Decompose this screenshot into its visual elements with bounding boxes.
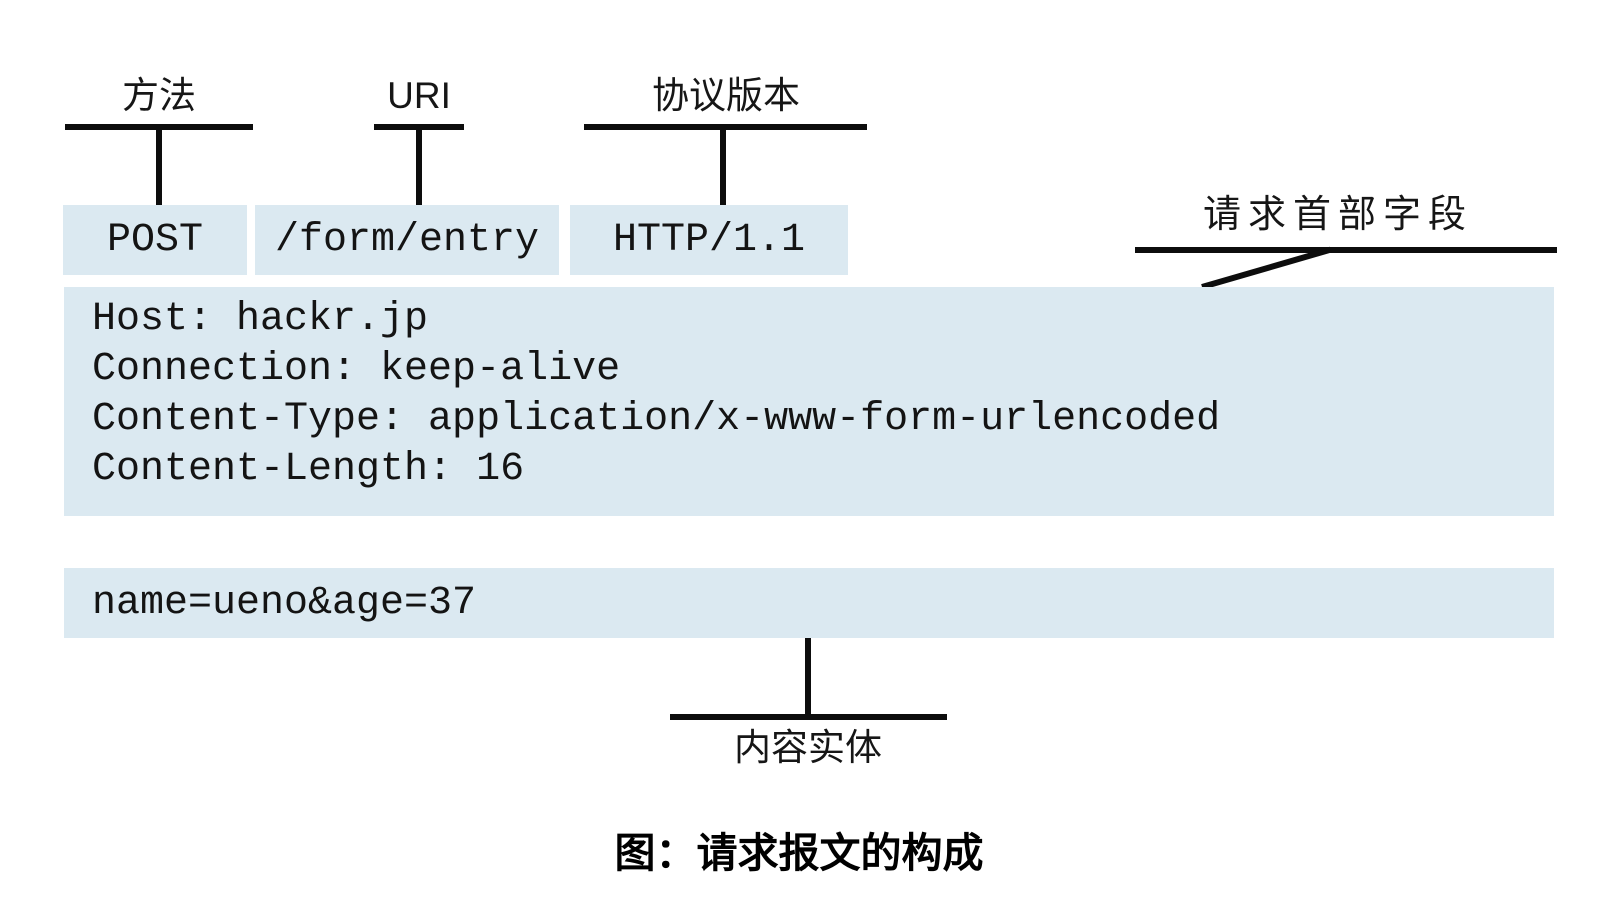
version-box: HTTP/1.1 [570, 205, 848, 275]
entity-body-callout-underline [670, 714, 947, 720]
header-line-content-length: Content-Length: 16 [92, 447, 525, 492]
figure-caption: 图：请求报文的构成 [614, 830, 984, 876]
request-headers-callout-pointer [1201, 246, 1332, 290]
header-line-host: Host: hackr.jp [92, 297, 429, 342]
uri-box: /form/entry [255, 205, 559, 275]
request-headers-callout-label: 请求首部字段 [1202, 194, 1474, 236]
entity-body-box: name=ueno&age=37 [64, 568, 1554, 638]
method-callout-label: 方法 [122, 75, 196, 116]
header-line-connection: Connection: keep-alive [92, 347, 621, 392]
header-fields-box: Host: hackr.jp Connection: keep-alive Co… [64, 287, 1554, 516]
uri-callout-stem [416, 126, 422, 208]
request-headers-callout-underline [1135, 247, 1557, 253]
version-callout-label: 协议版本 [652, 75, 800, 116]
method-box: POST [63, 205, 247, 275]
version-callout-stem [720, 126, 726, 208]
uri-callout-label: URI [387, 75, 451, 116]
method-callout-stem [156, 126, 162, 208]
entity-body-callout-label: 内容实体 [734, 727, 882, 768]
entity-body-callout-stem [805, 638, 811, 717]
header-line-content-type: Content-Type: application/x-www-form-url… [92, 397, 1221, 442]
